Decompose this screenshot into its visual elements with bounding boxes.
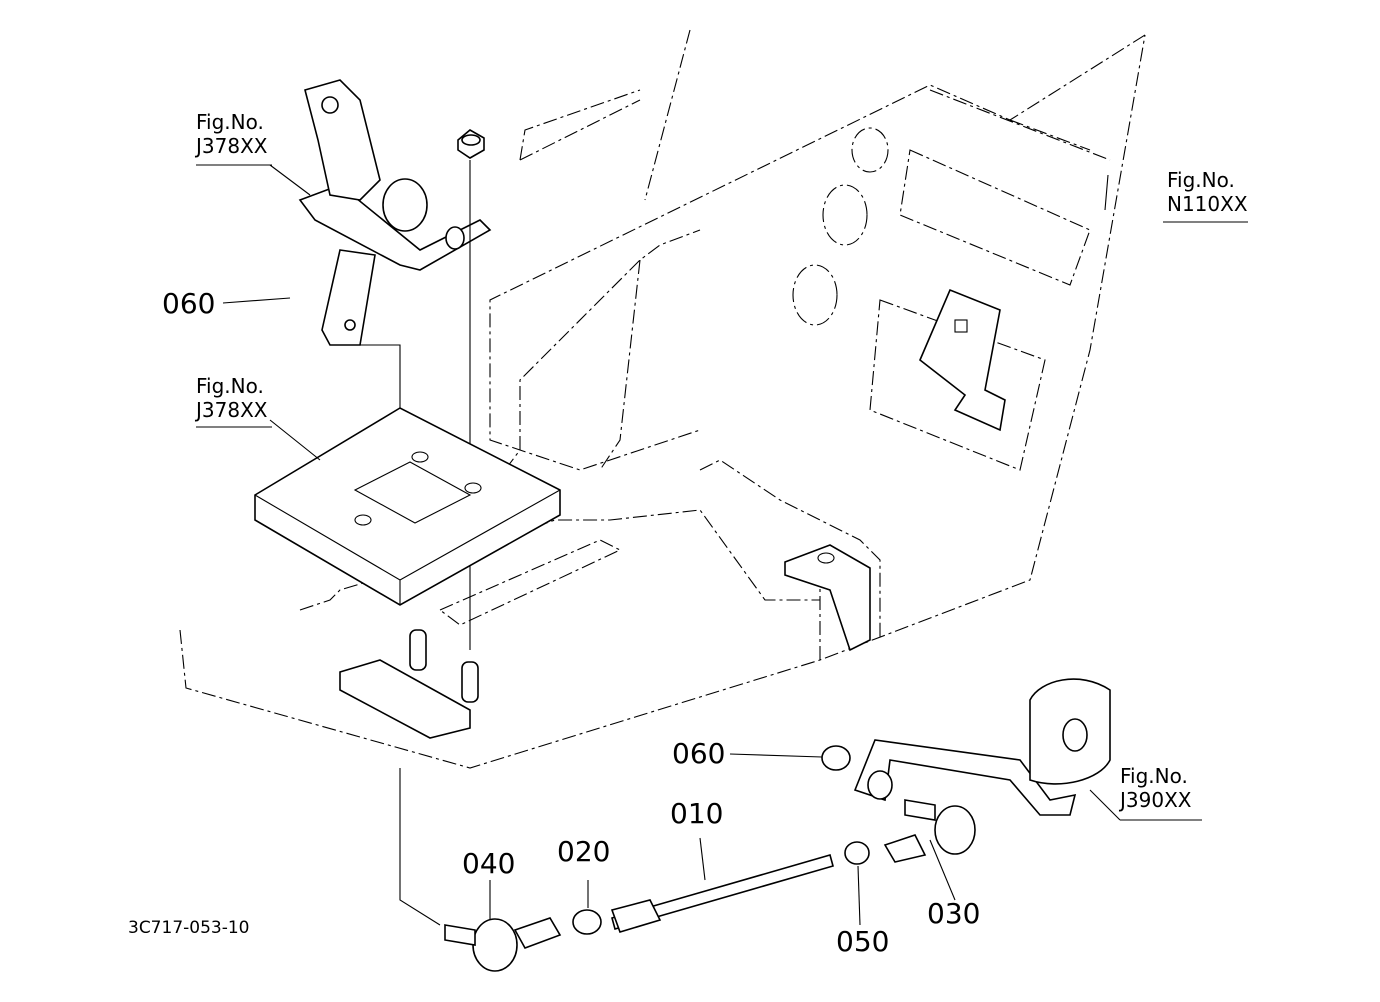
part-callout-050: 050 [836, 925, 890, 958]
fig-ref-j378-top: Fig.No. J378XX [196, 112, 267, 156]
frame-outline [489, 29, 1146, 471]
part-callout-010: 010 [670, 797, 724, 830]
fig-ref-j378-mid: Fig.No. J378XX [196, 376, 267, 420]
fig-ref-prefix: Fig.No. [196, 374, 264, 398]
part-callout-060-lower: 060 [672, 737, 726, 770]
floor-mat [254, 407, 561, 606]
fig-ref-code: J378XX [196, 134, 268, 158]
part-callout-060-upper: 060 [162, 287, 216, 320]
pedal-arm [853, 739, 1077, 816]
part-callout-040: 040 [462, 847, 516, 880]
fig-ref-code: J390XX [1120, 788, 1192, 812]
drawing-code: 3C717-053-10 [128, 918, 250, 938]
fig-ref-prefix: Fig.No. [1167, 168, 1235, 192]
fig-ref-n110: Fig.No. N110XX [1167, 170, 1248, 214]
fig-ref-code: J378XX [196, 398, 268, 422]
part-callout-030: 030 [927, 897, 981, 930]
fig-ref-prefix: Fig.No. [1120, 764, 1188, 788]
fig-ref-prefix: Fig.No. [196, 110, 264, 134]
pedal-bracket [298, 184, 492, 271]
part-callout-020: 020 [557, 835, 611, 868]
fig-ref-code: N110XX [1167, 192, 1248, 216]
rod-010 [611, 854, 834, 930]
fig-ref-j390: Fig.No. J390XX [1120, 766, 1191, 810]
